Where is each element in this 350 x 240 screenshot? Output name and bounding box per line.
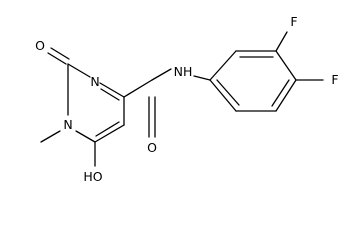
bond-c6-n1 [75,130,96,143]
bond-ar-3-4 [275,50,297,81]
atom-label-o-carbonyl-ring: O [35,38,45,53]
bond-nh-phenyl [193,75,211,81]
atom-label-f-right: F [331,72,338,87]
phenyl-ring [209,50,297,112]
pyrimidine-ring [67,63,125,143]
atom-label-n-ring-upper: N [90,74,99,89]
bond-ar-4-5 [275,79,297,112]
bond-ar-6-1-inner [216,79,240,106]
bond-c2-n3 [67,63,91,78]
atom-label-ho: HO [83,169,102,184]
bond-ar-f-upper [275,31,288,52]
atom-label-o-amide: O [147,140,157,155]
atom-label-f-upper: F [290,14,297,29]
bond-c2-o-double-b [50,47,70,60]
bond-c4-carbonyl [123,79,153,98]
bond-c5-c6 [94,124,125,143]
bond-n3-c4-inner [100,88,120,101]
bond-n1-methyl [40,130,61,143]
atom-label-n-ring-methyl: N [63,117,72,132]
bond-ar-1-2 [209,50,237,81]
bond-c5-c6-inner [95,121,120,137]
structure-diagram: O N N HO NH O F F [35,14,339,184]
bond-n3-c4 [99,82,125,98]
bond-c2-o-double-a [47,52,67,65]
bond-ar-6-1 [209,79,237,112]
bond-ar-4-5-inner [271,79,290,107]
bond-carbonyl-nh [151,68,172,81]
atom-label-nh: NH [174,64,193,79]
